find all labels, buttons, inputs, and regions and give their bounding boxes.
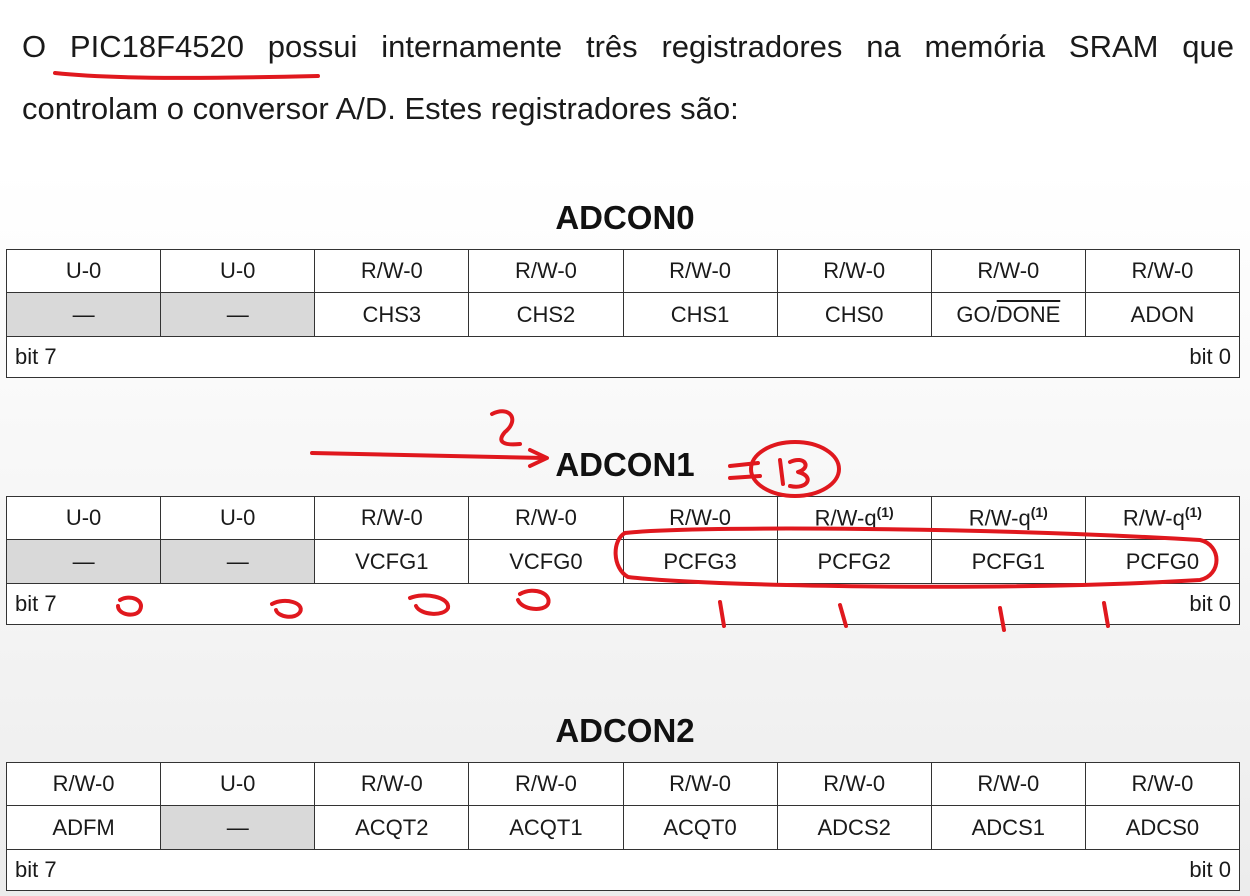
access-cell: R/W-0 [776,762,932,806]
access-cell: R/W-q(1) [776,496,932,540]
bit-high-label: bit 7 [15,857,57,882]
bit-name-cell: VCFG1 [314,539,470,584]
access-cell: R/W-q(1) [930,496,1086,540]
bit-name-cell: CHS0 [776,292,932,337]
register-title-adcon2: ADCON2 [555,712,695,749]
access-cell: R/W-0 [622,496,778,540]
bit-index-row: bit 7 bit 0 [6,849,1240,891]
bit-name-cell: PCFG0 [1084,539,1241,584]
access-cell: R/W-0 [314,249,470,293]
bit-name-cell: CHS3 [314,292,470,337]
access-cell: R/W-0 [622,249,778,293]
go-part: GO/ [956,301,997,327]
intro-line-1: O PIC18F4520 possui internamente três re… [22,29,1234,64]
access-cell: R/W-0 [622,762,778,806]
access-row: U-0 U-0 R/W-0 R/W-0 R/W-0 R/W-q(1) R/W-q… [5,496,1241,540]
access-cell: U-0 [160,249,316,293]
register-title-adcon1: ADCON1 [555,446,695,483]
access-cell: R/W-0 [5,762,162,806]
access-cell: R/W-0 [314,496,470,540]
bit-high-label: bit 7 [15,591,57,616]
access-cell: R/W-0 [468,762,624,806]
bit-name-cell: ACQT0 [622,805,778,850]
bit-name-cell: — [160,292,316,337]
bit-name-cell-go-done: GO/DONE [930,292,1086,337]
bit-name-cell: ACQT2 [314,805,470,850]
bit-low-label: bit 0 [1189,857,1231,882]
bit-index-row: bit 7 bit 0 [6,583,1240,625]
access-cell: R/W-0 [776,249,932,293]
footnote-marker: (1) [1030,504,1048,521]
bit-name-cell: ADFM [5,805,162,850]
bit-name-cell: ACQT1 [468,805,624,850]
access-cell: R/W-0 [930,762,1086,806]
access-cell: U-0 [160,496,316,540]
access-cell: R/W-0 [468,249,624,293]
access-text: R/W-q [1122,505,1185,531]
bit-name-cell: — [160,805,316,850]
register-table-adcon2: R/W-0 U-0 R/W-0 R/W-0 R/W-0 R/W-0 R/W-0 … [5,762,1241,891]
bit-name-cell: PCFG2 [776,539,932,584]
bit-index-row: bit 7 bit 0 [6,336,1240,378]
register-title-adcon0: ADCON0 [555,199,695,236]
bit-name-cell: — [160,539,316,584]
bit-name-cell: ADCS2 [776,805,932,850]
access-row: U-0 U-0 R/W-0 R/W-0 R/W-0 R/W-0 R/W-0 R/… [5,249,1241,293]
footnote-marker: (1) [876,504,894,521]
bit-low-label: bit 0 [1189,344,1231,369]
bit-index-cell: bit 7 bit 0 [6,336,1240,378]
intro-paragraph: O PIC18F4520 possui internamente três re… [22,16,1234,140]
access-cell: U-0 [5,249,162,293]
bit-name-row: ADFM — ACQT2 ACQT1 ACQT0 ADCS2 ADCS1 ADC… [5,805,1241,850]
done-part: DONE [996,301,1061,327]
bit-name-cell: CHS2 [468,292,624,337]
bit-low-label: bit 0 [1189,591,1231,616]
bit-name-cell: ADCS1 [930,805,1086,850]
access-cell: U-0 [160,762,316,806]
footnote-marker: (1) [1184,504,1202,521]
bit-name-cell: — [5,292,162,337]
bit-name-row: — — VCFG1 VCFG0 PCFG3 PCFG2 PCFG1 PCFG0 [5,539,1241,584]
access-cell: R/W-0 [468,496,624,540]
bit-name-cell: — [5,539,162,584]
bit-index-cell: bit 7 bit 0 [6,583,1240,625]
access-cell: U-0 [5,496,162,540]
bit-name-cell: ADON [1084,292,1241,337]
access-cell: R/W-0 [314,762,470,806]
access-cell: R/W-0 [1084,249,1241,293]
bit-name-row: — — CHS3 CHS2 CHS1 CHS0 GO/DONE ADON [5,292,1241,337]
access-text: R/W-q [814,505,877,531]
bit-index-cell: bit 7 bit 0 [6,849,1240,891]
bit-high-label: bit 7 [15,344,57,369]
access-text: R/W-q [968,505,1031,531]
go-done-label: GO/DONE [956,302,1060,327]
access-cell: R/W-0 [930,249,1086,293]
access-cell: R/W-q(1) [1084,496,1241,540]
access-row: R/W-0 U-0 R/W-0 R/W-0 R/W-0 R/W-0 R/W-0 … [5,762,1241,806]
bit-name-cell: CHS1 [622,292,778,337]
bit-name-cell: PCFG3 [622,539,778,584]
bit-name-cell: ADCS0 [1084,805,1241,850]
register-table-adcon0: U-0 U-0 R/W-0 R/W-0 R/W-0 R/W-0 R/W-0 R/… [5,249,1241,378]
bit-name-cell: VCFG0 [468,539,624,584]
register-table-adcon1: U-0 U-0 R/W-0 R/W-0 R/W-0 R/W-q(1) R/W-q… [5,496,1241,625]
bit-name-cell: PCFG1 [930,539,1086,584]
access-cell: R/W-0 [1084,762,1241,806]
intro-line-2: controlam o conversor A/D. Estes registr… [22,91,739,126]
